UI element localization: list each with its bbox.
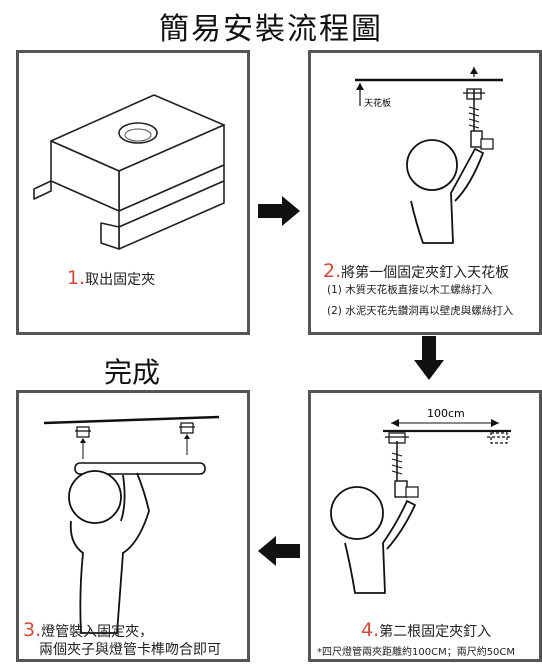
step4-text: 第二根固定夾釘入 <box>379 624 492 640</box>
page-title: 簡易安裝流程圖 <box>159 12 383 47</box>
step2-note-2: (2) 水泥天花先鑽洞再以壁虎與螺絲打入 <box>327 305 514 317</box>
step3-panel: 3.燈管裝入固定夾， 兩個夾子與燈管卡榫吻合即可 <box>16 390 250 662</box>
clip-illustration <box>33 94 225 250</box>
tube-install-illustration <box>43 415 220 634</box>
done-label: 完成 <box>104 356 161 389</box>
step3-line1: 燈管裝入固定夾， <box>41 624 154 640</box>
step4-caption: 4.第二根固定夾釘入 <box>361 619 491 641</box>
arrow-left-icon <box>258 536 300 566</box>
step1-text: 取出固定夾 <box>85 272 156 288</box>
step1-number: 1. <box>67 267 86 289</box>
step3-caption: 3.燈管裝入固定夾， <box>23 619 153 641</box>
second-clip-illustration: 100cm <box>330 407 511 594</box>
step4-number: 4. <box>361 619 380 641</box>
step1-panel: 1.取出固定夾 <box>16 50 250 335</box>
ceiling-label: 天花板 <box>364 97 391 109</box>
step2-note-1: (1) 木質天花板直接以木工螺絲打入 <box>327 284 493 296</box>
arrow-right-icon <box>258 196 300 226</box>
step4-panel: 100cm 4.第二根固定夾釘入 *四尺燈管兩夾距離約100CM；兩尺約50CM <box>308 390 542 662</box>
step2-panel: 天花板 2.將第一個固定夾釘入天花板 (1) 木質天花板直接以木工螺絲打入 (2… <box>308 50 542 335</box>
step4-note: *四尺燈管兩夾距離約100CM；兩尺約50CM <box>317 647 516 658</box>
step2-number: 2. <box>323 260 342 282</box>
step2-text: 將第一個固定夾釘入天花板 <box>341 265 510 281</box>
distance-label: 100cm <box>427 407 465 420</box>
arrow-down-icon <box>414 336 444 380</box>
step3-number: 3. <box>23 619 42 641</box>
step2-caption: 2.將第一個固定夾釘入天花板 <box>323 260 509 282</box>
step3-line2: 兩個夾子與燈管卡榫吻合即可 <box>39 642 221 658</box>
ceiling-install-illustration: 天花板 <box>355 67 503 244</box>
step1-caption: 1.取出固定夾 <box>67 267 155 289</box>
